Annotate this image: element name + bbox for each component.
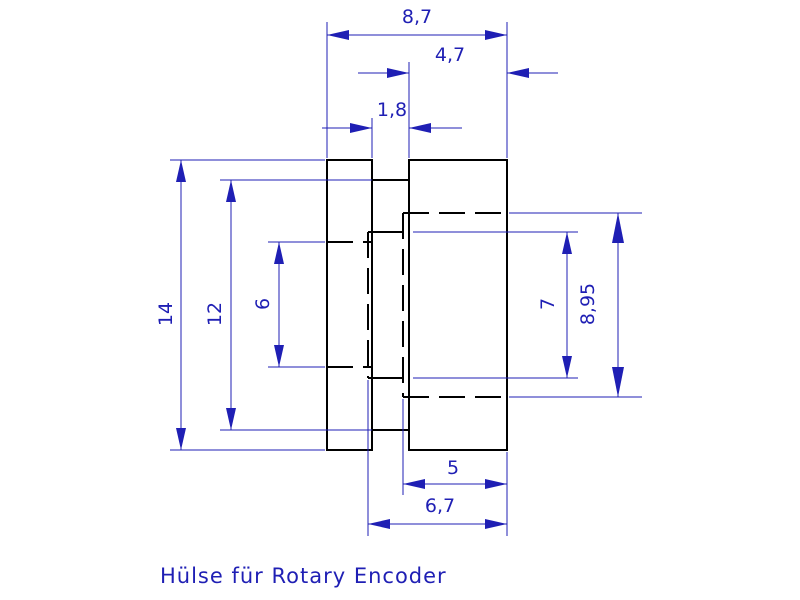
arrowhead [403, 479, 425, 489]
drawing-caption: Hülse für Rotary Encoder [160, 564, 447, 588]
hidden-lines [327, 212, 507, 398]
arrowhead [226, 408, 236, 430]
arrowhead [562, 232, 572, 254]
arrowhead [176, 160, 186, 182]
dimension-label: 8,95 [577, 283, 599, 325]
dimension-bore-left: 6 [252, 241, 325, 368]
dimension-label: 12 [204, 302, 226, 326]
arrowhead [274, 242, 284, 264]
dimension-label: 14 [155, 302, 177, 326]
arrowhead [562, 356, 572, 378]
arrowhead [612, 213, 624, 243]
arrowhead [485, 479, 507, 489]
dimension-label: 4,7 [435, 44, 465, 66]
dimension-label: 1,8 [377, 99, 407, 121]
arrowhead [350, 123, 372, 133]
dimension-label: 7 [537, 298, 559, 310]
dimension-gap-width: 1,8 [322, 99, 462, 158]
dimension-bore-right: 7 [413, 231, 578, 379]
arrowhead [368, 519, 390, 529]
arrowhead [176, 428, 186, 450]
dimension-bottom-width-inner: 5 [402, 399, 508, 536]
arrowhead [226, 180, 236, 202]
arrowhead [409, 123, 431, 133]
arrowhead [507, 68, 529, 78]
arrowhead [612, 367, 624, 397]
dimension-inner-height: 12 [204, 179, 372, 431]
arrowhead [327, 30, 349, 40]
dimension-outer-height: 14 [155, 159, 325, 451]
arrowhead [387, 68, 409, 78]
left-flange [326, 159, 373, 451]
dimension-right-outer: 8,95 [509, 212, 642, 398]
dimension-label: 6 [252, 298, 274, 310]
dimension-bottom-width-outer: 6,7 [367, 380, 507, 536]
dimension-right-part-width: 4,7 [358, 44, 558, 158]
dimension-label: 6,7 [425, 495, 455, 517]
arrowhead [485, 30, 507, 40]
arrowhead [274, 345, 284, 367]
dimension-label: 8,7 [402, 6, 432, 28]
dimension-label: 5 [447, 457, 459, 479]
right-body [408, 159, 508, 451]
arrowhead [485, 519, 507, 529]
dimension-total-width: 8,7 [326, 6, 508, 158]
part-outline [326, 159, 508, 451]
